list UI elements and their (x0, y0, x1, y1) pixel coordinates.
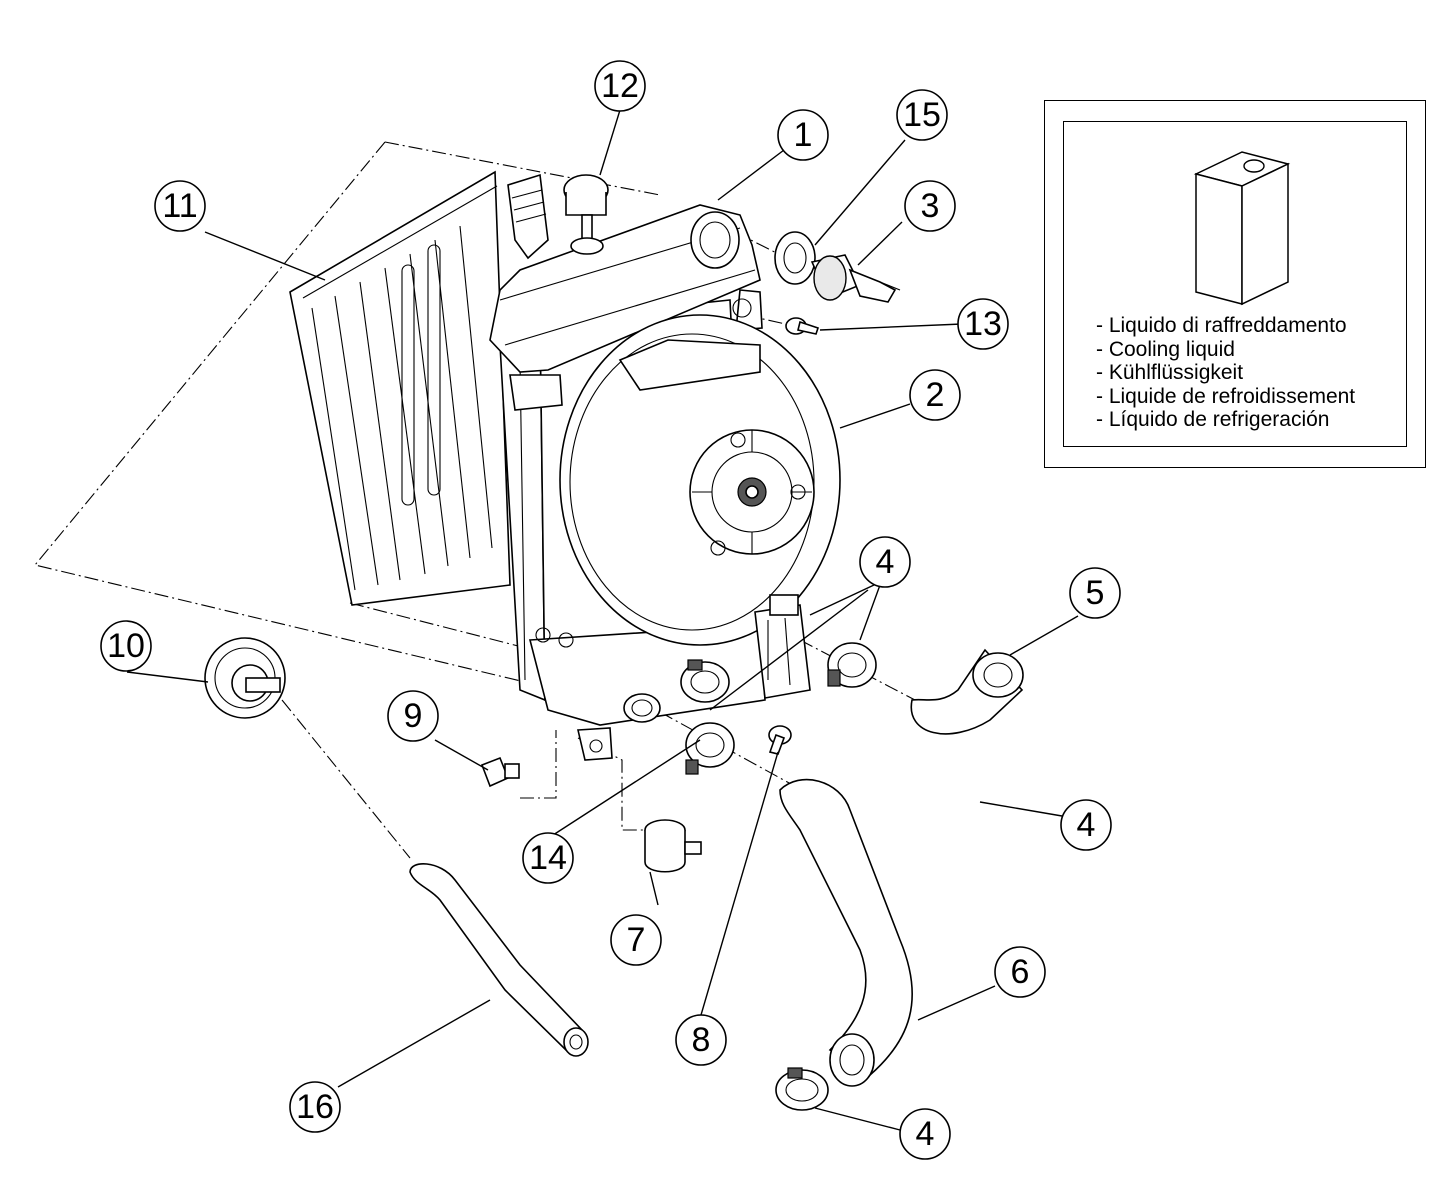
callout-15: 15 (896, 89, 948, 141)
callout-4-upper: 4 (859, 536, 911, 588)
filler-neck-part (507, 173, 609, 260)
overflow-hose-part (409, 863, 589, 1057)
screw-8-part (768, 725, 792, 755)
svg-text:12: 12 (601, 67, 639, 105)
callout-14: 14 (522, 832, 574, 884)
coolant-legend-lines: - Liquido di raffreddamento - Cooling li… (1096, 314, 1355, 432)
svg-text:1: 1 (794, 116, 813, 154)
legend-line-italian: - Liquido di raffreddamento (1096, 314, 1347, 337)
svg-text:4: 4 (1077, 806, 1096, 844)
rubber-mount-part (644, 819, 702, 873)
leader-lines (126, 109, 1079, 1131)
radiator-cap-part (204, 637, 286, 719)
svg-text:6: 6 (1011, 953, 1030, 991)
callout-7: 7 (610, 914, 662, 966)
svg-text:2: 2 (926, 376, 945, 414)
svg-text:4: 4 (916, 1115, 935, 1153)
retaining-clip-part (774, 231, 816, 285)
cooling-fan-part (559, 314, 841, 699)
expansion-tank-part (489, 204, 763, 411)
hose-clamp-parts (680, 642, 877, 1111)
svg-text:14: 14 (529, 839, 567, 877)
svg-text:16: 16 (296, 1088, 334, 1126)
callout-10: 10 (100, 620, 152, 672)
callout-1: 1 (777, 109, 829, 161)
svg-text:15: 15 (903, 96, 941, 134)
legend-line-spanish: - Líquido de refrigeración (1096, 408, 1330, 431)
callout-8: 8 (675, 1014, 727, 1066)
temperature-sensor-part (810, 254, 901, 303)
callout-4-middle: 4 (1060, 799, 1112, 851)
elbow-hose-part (910, 648, 1024, 735)
svg-text:9: 9 (404, 697, 423, 735)
legend-line-french: - Liquide de refroidissement (1096, 384, 1356, 408)
coolant-legend-box: - Liquido di raffreddamento - Cooling li… (1044, 100, 1426, 468)
svg-text:13: 13 (964, 305, 1002, 343)
fan-shroud-part (289, 170, 511, 606)
callout-5: 5 (1069, 567, 1121, 619)
svg-text:4: 4 (876, 543, 895, 581)
callout-6: 6 (994, 946, 1046, 998)
svg-text:8: 8 (692, 1021, 711, 1059)
legend-line-english: - Cooling liquid (1096, 337, 1235, 361)
coolant-legend-inner-frame: - Liquido di raffreddamento - Cooling li… (1063, 121, 1407, 447)
callout-12: 12 (594, 60, 646, 112)
coolant-container-icon (1193, 151, 1291, 306)
callout-11: 11 (154, 180, 206, 232)
callout-13: 13 (957, 298, 1009, 350)
svg-text:5: 5 (1086, 574, 1105, 612)
screw-13-part (785, 317, 820, 335)
legend-line-german: - Kühlflüssigkeit (1096, 361, 1244, 384)
callout-16: 16 (289, 1081, 341, 1133)
callout-2: 2 (909, 369, 961, 421)
svg-text:7: 7 (627, 921, 646, 959)
callouts: 12 1 15 3 11 13 2 4 5 10 9 4 14 7 6 8 16… (100, 60, 1121, 1160)
svg-text:10: 10 (107, 627, 145, 665)
svg-text:3: 3 (921, 187, 940, 225)
svg-text:11: 11 (162, 187, 197, 225)
bolt-9-part (480, 756, 520, 788)
callout-3: 3 (904, 180, 956, 232)
callout-9: 9 (387, 690, 439, 742)
callout-4-lower: 4 (899, 1108, 951, 1160)
lower-hose-part (779, 778, 913, 1087)
